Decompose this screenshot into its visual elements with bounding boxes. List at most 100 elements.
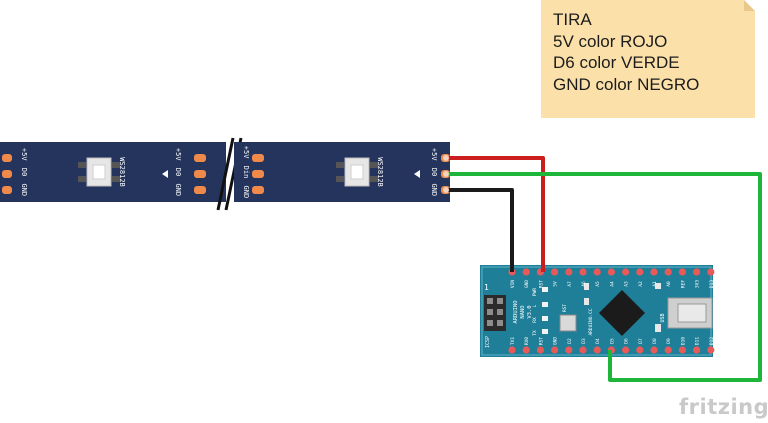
header-bottom-pin-5v[interactable]: [551, 268, 559, 276]
led-strip-segment-right: [234, 142, 450, 202]
header-top-pin-d2[interactable]: [565, 346, 573, 354]
strip-pin-out-4: +5V: [430, 148, 438, 161]
led-label-pwr: PWR: [532, 288, 538, 296]
strip-pin-in-1: +5V: [242, 146, 250, 159]
header-top-pin-rx0[interactable]: [522, 346, 530, 354]
header-top-pin-d4[interactable]: [593, 346, 601, 354]
header-top-pin-label-d4: D4: [595, 338, 601, 344]
header-top-pin-label-d11: D11: [695, 337, 701, 345]
note-line-4: GND color NEGRO: [553, 74, 700, 94]
strip-pins-start-label: +5V D0 GND: [20, 148, 28, 196]
header-bottom-pin-a3[interactable]: [622, 268, 630, 276]
strip-pins-in-label-1: +5V Din GND: [242, 146, 250, 198]
led-label-l: L: [532, 304, 538, 307]
header-bottom-pin-gnd[interactable]: [522, 268, 530, 276]
board-name-line-3: V3.0: [527, 305, 533, 318]
header-bottom-pin-label-a5: A5: [595, 281, 601, 287]
chip-label-1: WS2812B: [118, 157, 126, 187]
led-label-rx: RX: [532, 317, 538, 323]
header-bottom-pin-d13[interactable]: [707, 268, 715, 276]
strip-pin-in-2: Din: [242, 166, 250, 179]
note-line-1: TIRA: [553, 10, 592, 29]
header-bottom-pin-a5[interactable]: [593, 268, 601, 276]
arduino-nano-board: [480, 265, 713, 357]
icsp-label: ICSP: [485, 336, 491, 348]
header-bottom-pin-label-ref: REF: [680, 280, 686, 288]
led-label-tx: TX: [532, 330, 538, 336]
header-bottom-pin-label-a3: A3: [624, 281, 630, 287]
brand-label: ARDUINO.CC: [588, 308, 594, 335]
header-bottom-pin-a7[interactable]: [565, 268, 573, 276]
header-bottom-pin-a6[interactable]: [579, 268, 587, 276]
header-top-pin-d6[interactable]: [622, 346, 630, 354]
header-bottom-pin-a4[interactable]: [607, 268, 616, 276]
note-text: TIRA 5V color ROJO D6 color VERDE GND co…: [553, 9, 699, 95]
usb-label: USB: [660, 313, 666, 322]
header-top-pin-label-d2: D2: [567, 338, 573, 344]
header-top-pin-rst[interactable]: [536, 346, 545, 354]
wire-d6-green[interactable]: [446, 172, 762, 382]
strip-pin-out-1: +5V: [174, 148, 182, 161]
strip-pin-out-6: GND: [430, 183, 438, 196]
strip-pin-out-2: D0: [174, 168, 182, 176]
board-name-line-1: ARDUINO: [513, 300, 519, 323]
header-top-pin-gnd[interactable]: [551, 346, 559, 354]
header-top-pin-label-d8: D8: [652, 338, 658, 344]
strip-pin-out-3: GND: [174, 183, 182, 196]
header-bottom-pin-a2[interactable]: [636, 268, 644, 276]
header-bottom-pin-label-a0: A0: [666, 281, 672, 287]
header-top-pin-d7[interactable]: [636, 346, 644, 354]
header-top-pin-label-rx0: RX0: [524, 337, 530, 345]
header-bottom-pin-label-gnd: GND: [524, 280, 530, 288]
header-top-pin-label-d6: D6: [624, 338, 630, 344]
header-bottom-pin-3v3[interactable]: [693, 268, 701, 276]
fritzing-watermark: fritzing: [679, 395, 768, 419]
header-bottom-pin-a1[interactable]: [650, 268, 658, 276]
strip-pin-start-2: D0: [20, 168, 28, 176]
board-number: 1: [484, 283, 489, 292]
strip-pin-in-3: GND: [242, 186, 250, 199]
note-line-2: 5V color ROJO: [553, 31, 668, 51]
header-bottom-pin-label-a4: A4: [609, 281, 615, 287]
strip-pin-start-1: +5V: [20, 148, 28, 161]
header-top-pin-d10[interactable]: [678, 346, 687, 354]
wire-5v-red[interactable]: [446, 156, 545, 272]
strip-pins-out-label-2: +5V D0 GND: [430, 148, 438, 196]
header-top-pin-d12[interactable]: [707, 346, 715, 354]
header-bottom-pin-label-d13: D13: [709, 280, 715, 288]
header-bottom-pin-a0[interactable]: [664, 268, 672, 276]
header-top-pin-label-d3: D3: [581, 338, 587, 344]
chip-label-2: WS2812B: [376, 157, 384, 187]
header-top-pin-label-d5: D5: [609, 338, 615, 344]
note-line-3: D6 color VERDE: [553, 53, 680, 72]
wire-endpoints: [443, 155, 449, 193]
header-top-pin-label-d9: D9: [666, 338, 672, 344]
header-top-pin-d9[interactable]: [664, 346, 672, 354]
header-top-pin-label-d10: D10: [680, 337, 686, 345]
strip-pins-out-label-1: +5V D0 GND: [174, 148, 182, 196]
reset-label: RST: [562, 304, 568, 312]
header-top-pin-d8[interactable]: [650, 346, 658, 354]
header-bottom-pin-label-a6: A6: [581, 281, 587, 287]
header-bottom-pin-label-a2: A2: [638, 281, 644, 287]
header-top-pin-label-d12: D12: [709, 337, 715, 345]
header-bottom-pin-ref[interactable]: [678, 268, 687, 276]
header-bottom-pin-label-a7: A7: [567, 281, 573, 287]
header-top-pin-tx1[interactable]: [508, 346, 516, 354]
wire-gnd-black[interactable]: [446, 188, 514, 272]
header-bottom-pin-label-rst: RST: [538, 280, 544, 288]
sticky-note: [541, 0, 755, 118]
wires: [446, 156, 762, 382]
led-strip-segment-left: [0, 142, 226, 202]
board-name-line-2: NANO: [520, 305, 526, 318]
header-top-pin-label-tx1: TX1: [510, 337, 516, 345]
header-bottom-pin-label-5v: 5V: [553, 281, 559, 287]
header-bottom-pin-label-a1: A1: [652, 281, 658, 287]
header-bottom-pin-label-vin: VIN: [510, 280, 516, 288]
header-top-pin-d3[interactable]: [579, 346, 587, 354]
strip-pin-start-3: GND: [20, 183, 28, 196]
header-top-pin-d11[interactable]: [693, 346, 701, 354]
